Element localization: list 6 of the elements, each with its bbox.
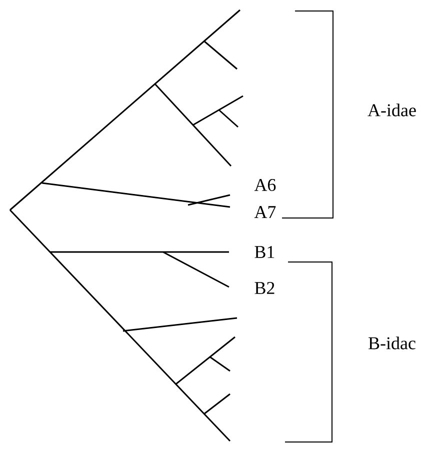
- clade-label: B-idac: [368, 336, 416, 350]
- clade-label: A-idae: [368, 104, 416, 116]
- clade-label: B1: [254, 246, 274, 258]
- clade-label: A6: [254, 178, 276, 192]
- clade-label: B2: [254, 282, 274, 294]
- clade-label: A7: [254, 206, 276, 218]
